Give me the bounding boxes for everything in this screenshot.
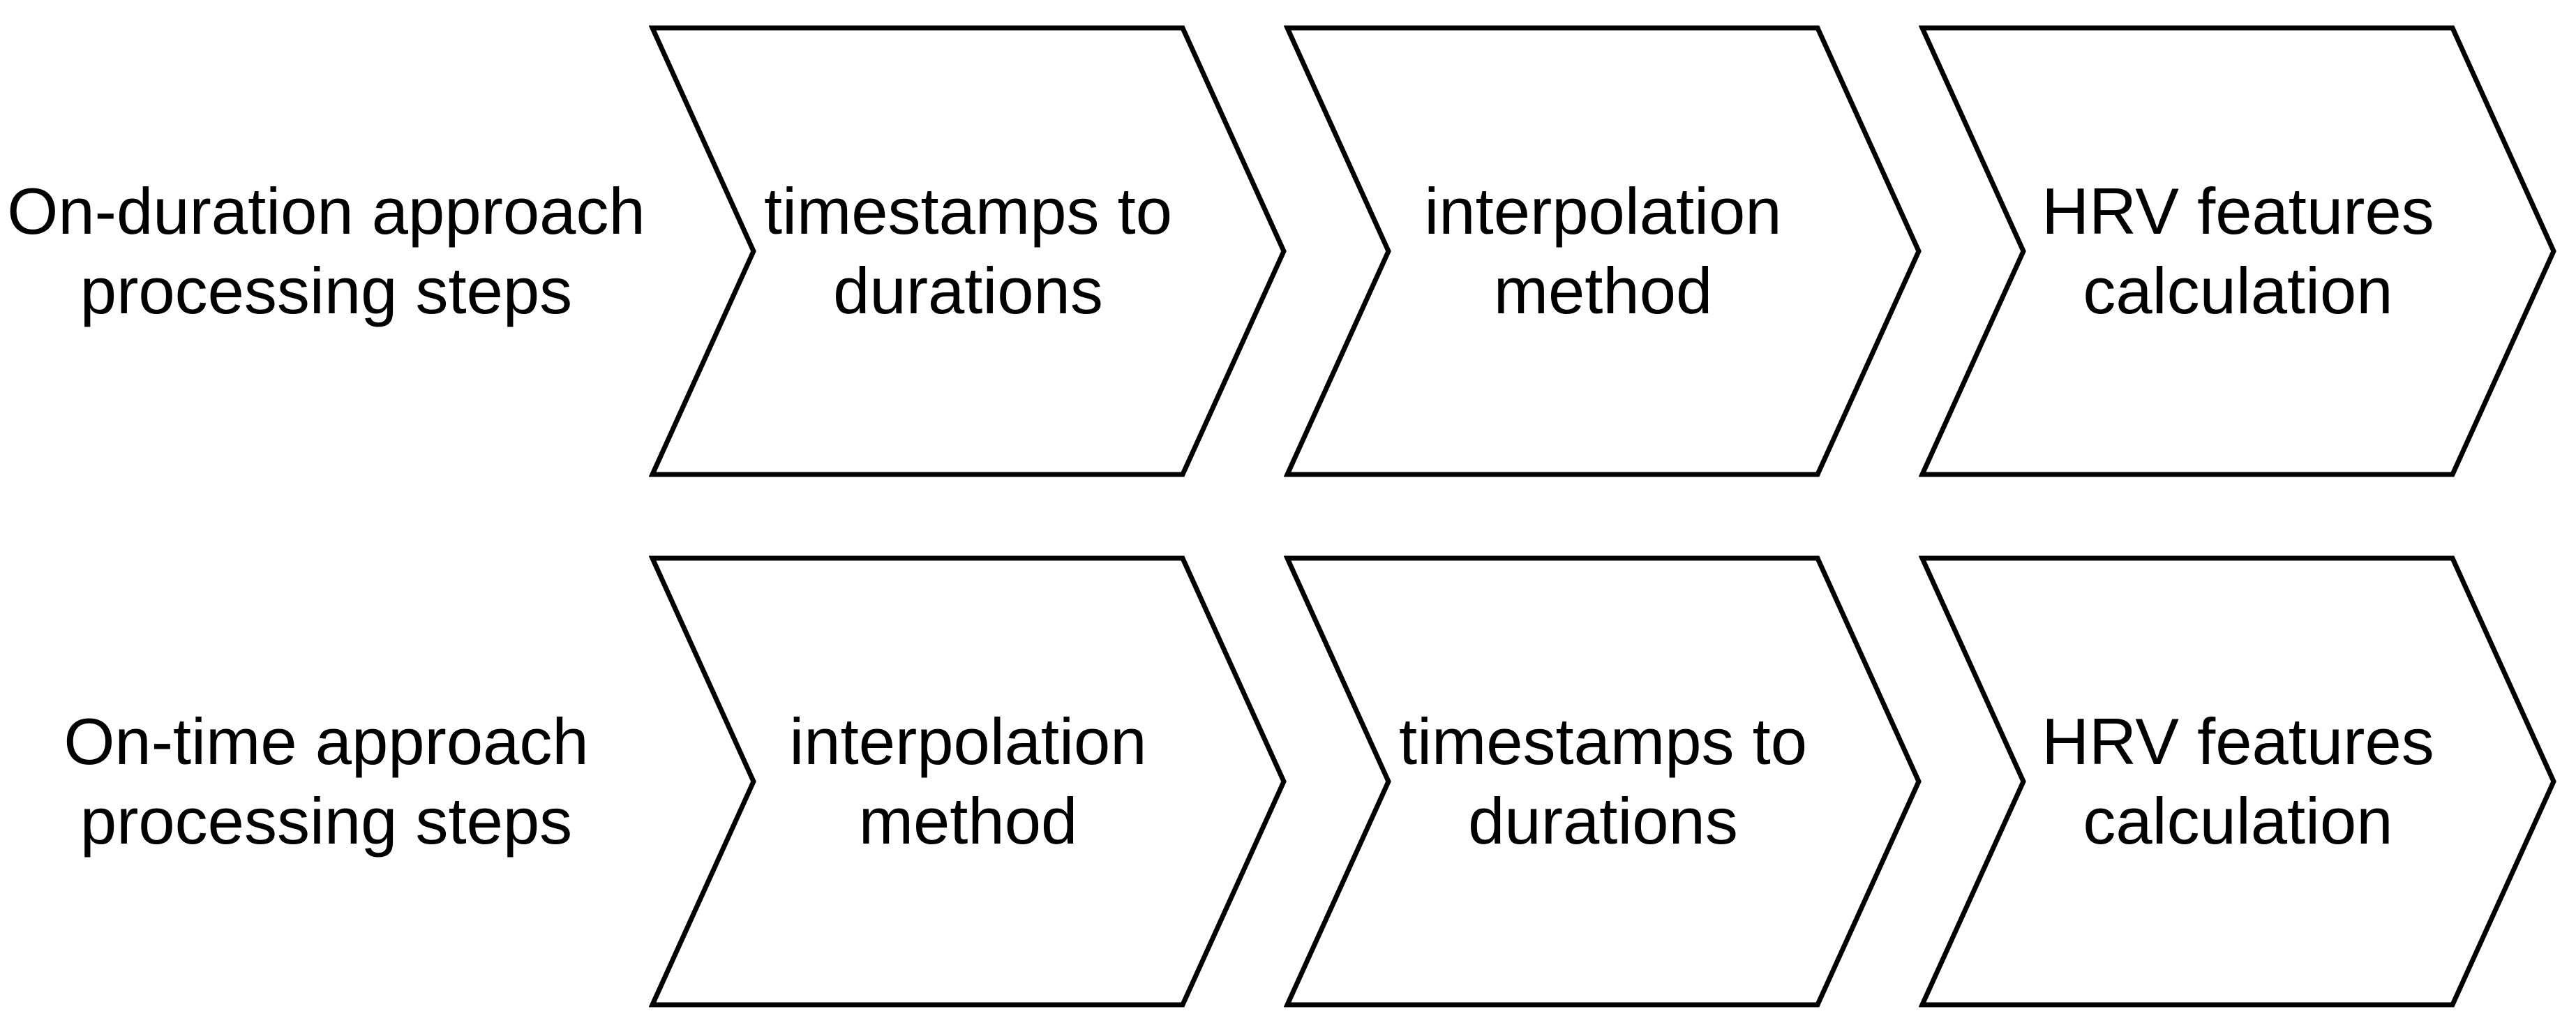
chevron-arrow-shape (1284, 555, 1922, 1008)
row2-step2-chevron: timestamps to durations (1284, 555, 1922, 1008)
chevron-arrow-shape (649, 25, 1287, 477)
chevron-arrow-shape (1919, 555, 2556, 1008)
row2-label: On-time approach processing steps (63, 705, 589, 858)
row1-step1-chevron: timestamps to durations (649, 25, 1287, 477)
step-label: timestamps to durations (763, 174, 1173, 327)
row1-step2-chevron: interpolation method (1284, 25, 1922, 477)
step-label: interpolation method (789, 705, 1147, 858)
step-label: interpolation method (1424, 174, 1782, 327)
row1-step3-chevron: HRV features calculation (1919, 25, 2556, 477)
row1-label: On-duration approach processing steps (7, 174, 645, 327)
row2-step3-chevron: HRV features calculation (1919, 555, 2556, 1008)
chevron-arrow-shape (1284, 25, 1922, 477)
step-label: HRV features calculation (2042, 705, 2434, 858)
step-label: timestamps to durations (1398, 705, 1808, 858)
chevron-arrow-shape (1919, 25, 2556, 477)
row2-step1-chevron: interpolation method (649, 555, 1287, 1008)
step-label: HRV features calculation (2042, 174, 2434, 327)
chevron-arrow-shape (649, 555, 1287, 1008)
